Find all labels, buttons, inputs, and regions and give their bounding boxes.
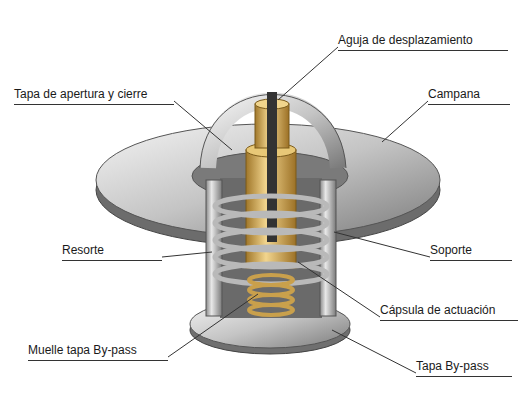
part-label: Campana — [428, 87, 480, 101]
main-spring — [215, 196, 327, 284]
part-label: Soporte — [430, 243, 472, 257]
part-label: Resorte — [62, 243, 104, 257]
part-label-box: Soporte — [430, 240, 512, 261]
part-label: Tapa By-pass — [416, 359, 489, 373]
part-label-box: Muelle tapa By-pass — [28, 340, 168, 361]
needle — [267, 92, 277, 242]
part-label: Aguja de desplazamiento — [338, 33, 473, 47]
part-label-box: Tapa de apertura y cierre — [14, 84, 174, 105]
leader-lines — [162, 47, 430, 373]
part-label-box: Resorte — [62, 240, 162, 261]
part-label-box: Cápsula de actuación — [380, 300, 518, 321]
part-label-box: Aguja de desplazamiento — [338, 30, 508, 51]
part-label-box: Tapa By-pass — [416, 356, 512, 377]
part-label: Cápsula de actuación — [380, 303, 495, 317]
bypass-spring — [249, 275, 293, 315]
part-label: Tapa de apertura y cierre — [14, 87, 147, 101]
part-label-box: Campana — [428, 84, 510, 105]
part-label: Muelle tapa By-pass — [28, 343, 137, 357]
